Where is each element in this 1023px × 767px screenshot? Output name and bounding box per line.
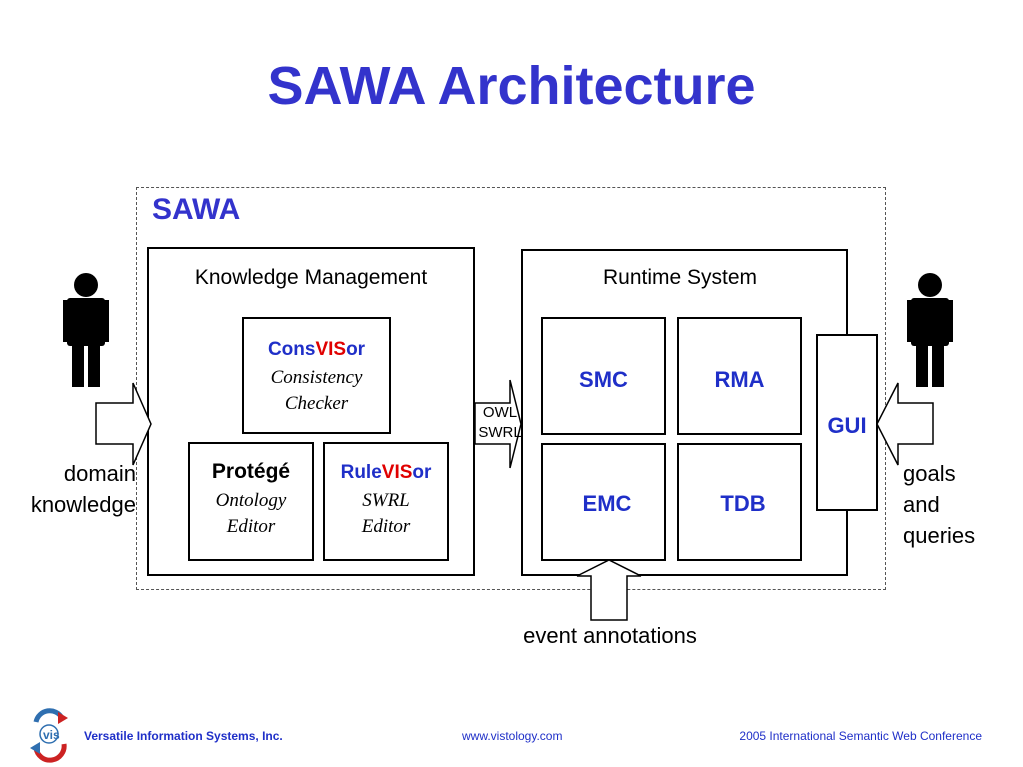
protege-box: Protégé Ontology Editor — [188, 442, 314, 561]
domain-knowledge-label: domain knowledge — [30, 461, 136, 517]
tdb-box — [677, 443, 802, 561]
goals-queries-label: goals and queries — [903, 461, 976, 548]
owl-swrl-arrow — [474, 379, 522, 469]
domain-expert-person-icon — [63, 273, 109, 387]
svg-text:vis: vis — [43, 728, 60, 742]
vis-logo-icon: vis — [30, 708, 68, 763]
protege-desc-line2: Editor — [226, 516, 276, 537]
protege-desc-line1: Ontology — [215, 490, 287, 511]
event-annotations-arrow — [576, 559, 642, 621]
rulevisor-box: RuleVISor SWRL Editor — [323, 442, 449, 561]
runtime-system-title: Runtime System — [602, 266, 758, 289]
domain-knowledge-arrow — [95, 382, 152, 466]
consvisor-name: ConsVISor — [267, 339, 366, 360]
event-annotations-label: event annotations — [523, 623, 697, 648]
footer-conference: 2005 International Semantic Web Conferen… — [739, 729, 982, 743]
gui-box — [816, 334, 878, 511]
consvisor-box: ConsVISor Consistency Checker — [242, 317, 391, 434]
rma-label: RMA — [714, 367, 765, 392]
knowledge-management-title: Knowledge Management — [194, 266, 428, 289]
sawa-label: SAWA — [152, 193, 241, 226]
rulevisor-desc-line2: Editor — [361, 516, 411, 537]
slide-title: SAWA Architecture — [267, 56, 756, 116]
consvisor-desc-line2: Checker — [284, 393, 349, 414]
owl-swrl-label: OWL SWRL — [478, 404, 522, 441]
rma-box — [677, 317, 802, 435]
smc-box — [541, 317, 666, 435]
rulevisor-name: RuleVISor — [340, 462, 432, 483]
goals-queries-arrow — [876, 382, 934, 466]
emc-box — [541, 443, 666, 561]
consvisor-desc-line1: Consistency — [270, 367, 363, 388]
footer-company: Versatile Information Systems, Inc. — [84, 729, 283, 743]
sawa-boundary — [136, 187, 886, 590]
tdb-label: TDB — [720, 491, 766, 516]
footer-website[interactable]: www.vistology.com — [462, 729, 563, 743]
smc-label: SMC — [579, 367, 628, 392]
user-person-icon — [907, 273, 953, 387]
protege-name: Protégé — [211, 460, 291, 483]
gui-label: GUI — [827, 413, 867, 438]
emc-label: EMC — [582, 491, 632, 516]
rulevisor-desc-line1: SWRL — [362, 490, 410, 511]
